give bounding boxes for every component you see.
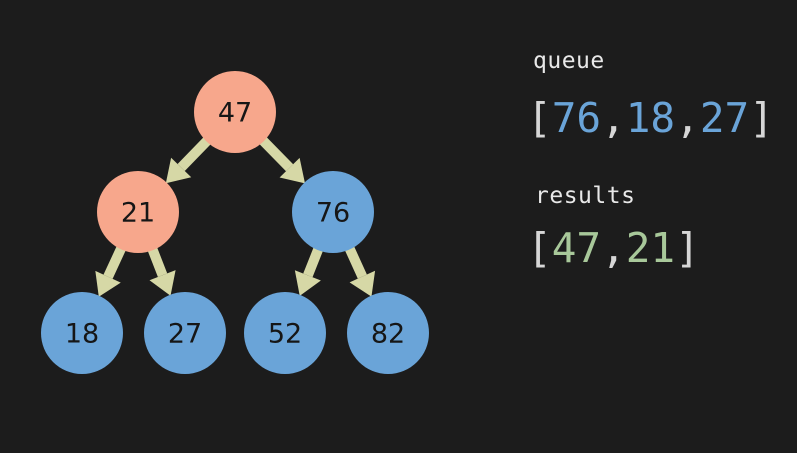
results-item: 47 — [551, 224, 602, 272]
tree-node-47: 47 — [194, 71, 276, 153]
node-value: 82 — [371, 319, 405, 350]
tree-node-76: 76 — [292, 171, 374, 253]
tree-edge-arrow — [344, 245, 376, 297]
node-value: 18 — [65, 319, 99, 350]
queue-item: 27 — [699, 94, 750, 142]
node-circle — [41, 292, 123, 374]
arrow-head — [349, 270, 376, 297]
tree-node-27: 27 — [144, 292, 226, 374]
node-value: 52 — [268, 319, 302, 350]
tree-node-21: 21 — [97, 171, 179, 253]
node-value: 76 — [316, 198, 350, 229]
queue-close-bracket: ] — [749, 94, 774, 142]
results-item: 21 — [625, 224, 676, 272]
tree-node-52: 52 — [244, 292, 326, 374]
results-close-bracket: ] — [675, 224, 700, 272]
tree-edge-arrow — [95, 245, 127, 297]
tree-edge-arrow — [294, 246, 324, 296]
queue-separator: , — [675, 94, 700, 142]
tree-node-82: 82 — [347, 292, 429, 374]
results-open-bracket: [ — [527, 224, 552, 272]
results-label: results — [535, 183, 636, 209]
arrow-shaft — [344, 245, 367, 279]
queue-item: 76 — [551, 94, 602, 142]
tree-nodes: 47 21 76 18 27 52 82 — [41, 71, 429, 374]
node-value: 47 — [218, 98, 252, 129]
node-circle — [292, 171, 374, 253]
queue-separator: , — [601, 94, 626, 142]
node-circle — [347, 292, 429, 374]
tree-edges — [95, 136, 376, 297]
arrow-head — [279, 157, 306, 184]
arrow-head — [149, 270, 176, 296]
tree-edge-arrow — [147, 246, 176, 296]
queue-item: 18 — [625, 94, 676, 142]
arrow-shaft — [258, 136, 294, 172]
tree-edge-arrow — [165, 136, 212, 184]
binary-tree-diagram: 47 21 76 18 27 52 82 — [41, 71, 429, 374]
tree-edge-arrow — [258, 136, 306, 184]
node-value: 21 — [121, 198, 155, 229]
arrow-head — [165, 157, 192, 184]
results-separator: , — [601, 224, 626, 272]
arrow-head — [95, 270, 121, 297]
node-value: 27 — [168, 319, 202, 350]
node-circle — [144, 292, 226, 374]
node-circle — [97, 171, 179, 253]
arrow-shaft — [177, 136, 212, 171]
arrow-shaft — [147, 246, 168, 278]
results-array: [47,21] — [527, 228, 700, 269]
arrow-shaft — [103, 245, 127, 279]
queue-array: [76,18,27] — [527, 98, 774, 139]
queue-open-bracket: [ — [527, 94, 552, 142]
tree-node-18: 18 — [41, 292, 123, 374]
arrow-shaft — [303, 246, 324, 278]
queue-label: queue — [533, 48, 605, 74]
node-circle — [244, 292, 326, 374]
node-circle — [194, 71, 276, 153]
arrow-head — [294, 270, 321, 296]
